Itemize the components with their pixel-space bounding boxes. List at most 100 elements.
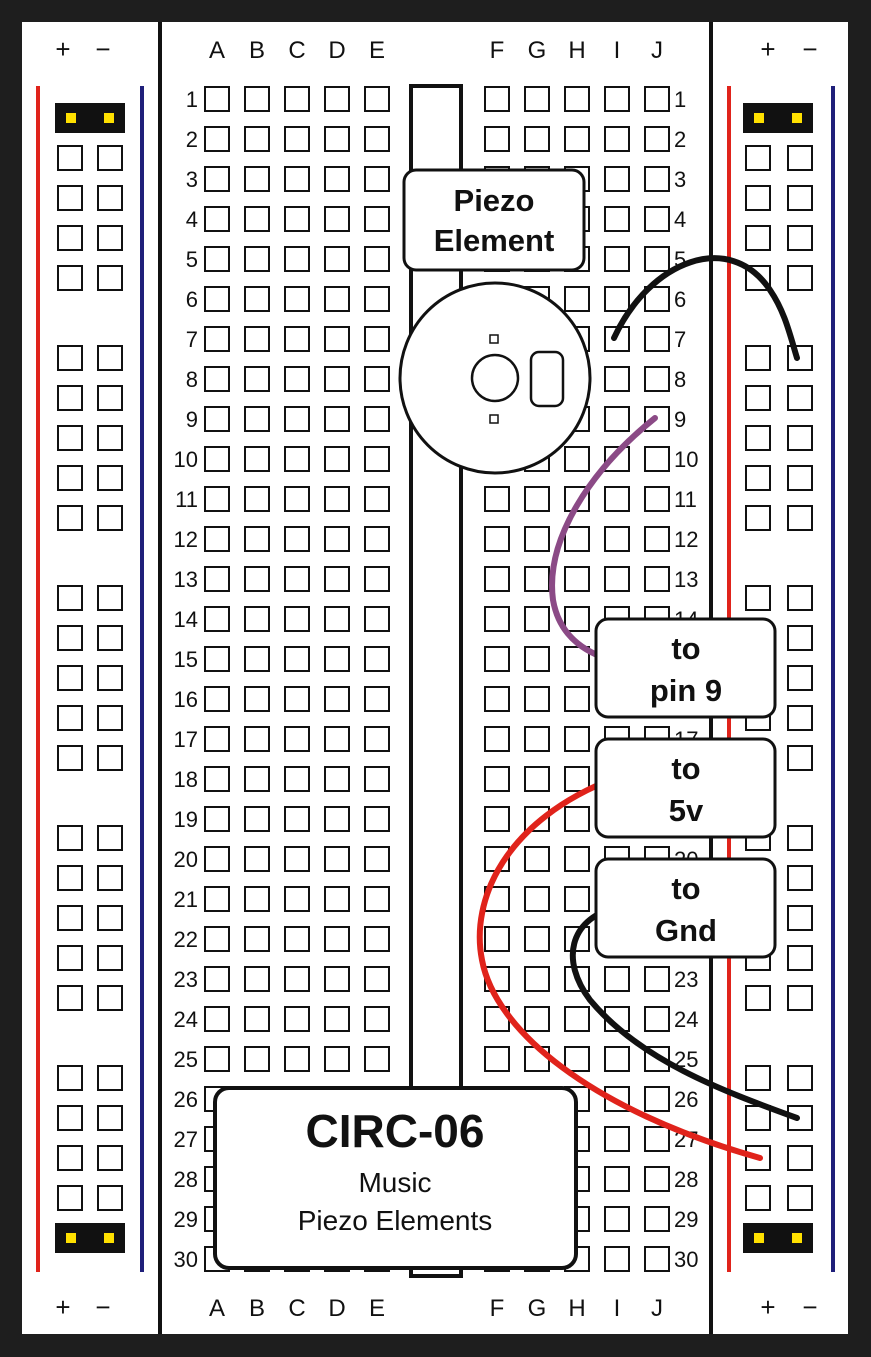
terminal-hole (324, 166, 350, 192)
row-number-left: 12 (174, 527, 198, 552)
terminal-hole (324, 206, 350, 232)
terminal-hole (204, 646, 230, 672)
rail-hole (745, 585, 771, 611)
terminal-hole (364, 166, 390, 192)
terminal-hole (324, 326, 350, 352)
terminal-hole (524, 846, 550, 872)
terminal-hole (604, 206, 630, 232)
terminal-hole (604, 126, 630, 152)
row-number-left: 2 (186, 127, 198, 152)
rail-hole (57, 1105, 83, 1131)
terminal-hole (524, 606, 550, 632)
row-number-right: 8 (674, 367, 686, 392)
row-number-left: 19 (174, 807, 198, 832)
right-bottom-cap-dot (754, 1233, 764, 1243)
rail-hole (97, 505, 123, 531)
rail-hole (97, 945, 123, 971)
terminal-hole (284, 486, 310, 512)
terminal-hole (644, 1246, 670, 1272)
left-negative-rail-line (140, 86, 144, 1272)
terminal-hole (364, 326, 390, 352)
col-g-bottom: G (528, 1295, 547, 1322)
terminal-hole (284, 206, 310, 232)
row-number-left: 18 (174, 767, 198, 792)
col-b-bottom: B (249, 1295, 265, 1322)
rail-hole (97, 625, 123, 651)
piezo-center (470, 353, 520, 403)
rail-hole (787, 1145, 813, 1171)
row-number-right: 11 (674, 487, 697, 512)
terminal-hole (284, 86, 310, 112)
terminal-hole (564, 606, 590, 632)
terminal-hole (364, 806, 390, 832)
callout-pin9: to pin 9 (594, 617, 777, 719)
col-f-top: F (490, 37, 505, 64)
rail-hole (745, 185, 771, 211)
rail-hole (97, 225, 123, 251)
terminal-hole (364, 446, 390, 472)
row-number-left: 29 (174, 1207, 198, 1232)
row-number-right: 3 (674, 167, 686, 192)
piezo-element (398, 281, 592, 475)
terminal-hole (204, 1046, 230, 1072)
rail-hole (787, 745, 813, 771)
row-number-left: 16 (174, 687, 198, 712)
terminal-hole (604, 166, 630, 192)
piezo-label-box (402, 168, 586, 272)
terminal-hole (484, 806, 510, 832)
row-number-right: 26 (674, 1087, 698, 1112)
rail-hole (787, 585, 813, 611)
terminal-hole (284, 446, 310, 472)
terminal-hole (564, 1046, 590, 1072)
row-number-left: 10 (174, 447, 198, 472)
row-number-left: 15 (174, 647, 198, 672)
row-number-left: 26 (174, 1087, 198, 1112)
row-number-left: 9 (186, 407, 198, 432)
terminal-hole (244, 166, 270, 192)
terminal-hole (324, 606, 350, 632)
terminal-hole (284, 1006, 310, 1032)
callout-5v-line2: 5v (669, 793, 704, 828)
terminal-hole (244, 246, 270, 272)
terminal-hole (244, 286, 270, 312)
terminal-hole (244, 486, 270, 512)
terminal-hole (484, 526, 510, 552)
left-top-minus: − (95, 34, 110, 64)
col-a-top: A (209, 37, 225, 64)
rail-hole (57, 825, 83, 851)
terminal-hole (204, 286, 230, 312)
row-number-left: 11 (175, 487, 198, 512)
row-number-left: 3 (186, 167, 198, 192)
right-top-cap-dot (754, 113, 764, 123)
terminal-hole (644, 566, 670, 592)
rail-hole (57, 185, 83, 211)
rail-hole (97, 265, 123, 291)
column-labels: A B C D E F G H I J A B C D E F G H I J (209, 37, 663, 1322)
terminal-hole (204, 166, 230, 192)
terminal-hole (324, 1006, 350, 1032)
terminal-hole (244, 406, 270, 432)
row-number-right: 10 (674, 447, 698, 472)
left-top-cap-dot (66, 113, 76, 123)
terminal-hole (364, 566, 390, 592)
rail-hole (57, 1065, 83, 1091)
terminal-hole (244, 806, 270, 832)
piezo-leg (489, 414, 499, 424)
circuit-subtitle: Piezo Elements (298, 1205, 493, 1236)
terminal-hole (204, 686, 230, 712)
rail-hole (787, 185, 813, 211)
row-number-left: 1 (186, 87, 198, 112)
col-g-top: G (528, 37, 547, 64)
left-bottom-cap-dot (66, 1233, 76, 1243)
row-number-left: 21 (174, 887, 198, 912)
terminal-hole (644, 526, 670, 552)
row-number-right: 29 (674, 1207, 698, 1232)
terminal-hole (564, 806, 590, 832)
terminal-hole (284, 766, 310, 792)
terminal-hole (604, 1046, 630, 1072)
rail-hole (745, 1065, 771, 1091)
terminal-hole (284, 526, 310, 552)
rail-hole (745, 145, 771, 171)
terminal-hole (484, 86, 510, 112)
rail-hole (97, 825, 123, 851)
